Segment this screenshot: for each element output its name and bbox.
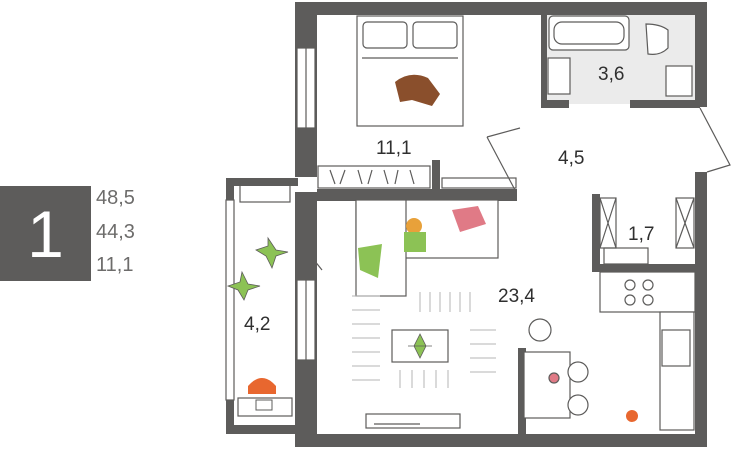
total-area: 48,5 [96,187,135,209]
sink [665,65,693,97]
tv-stand [365,413,461,429]
windows [225,47,316,401]
dining-set [523,318,638,422]
toilet [645,23,669,55]
living-kitchen-area-label: 23,4 [498,286,535,307]
plant-icon [226,270,261,301]
balcony-area-label: 4,2 [244,314,270,335]
rooms-count-badge: 1 [0,186,91,281]
storage-shelves [599,197,695,265]
rug [352,292,496,388]
entrance-door [486,127,521,191]
balcony-cabinet [239,181,291,203]
bathroom-area-label: 3,6 [598,64,624,85]
bed [356,15,464,127]
plant-icon [255,236,289,270]
sofa [355,199,499,297]
kitchen-unit [599,271,696,431]
front-door [699,107,731,173]
bathroom-fixtures [547,15,693,97]
living-area: 44,3 [96,221,135,243]
balcony-door [297,239,323,271]
plant-table-icon [408,333,432,359]
pet-figure [626,410,638,422]
hall-area-label: 4,5 [558,148,584,169]
bedroom-area-label: 11,1 [376,138,412,159]
washing-machine [547,57,571,95]
wardrobe [317,165,517,189]
person-figure [406,218,422,234]
kitchen-area: 11,1 [96,254,134,276]
balcony-chair [248,378,276,394]
rooms-count: 1 [27,196,64,271]
storage-area-label: 1,7 [628,224,654,245]
dog-figure [395,74,440,106]
